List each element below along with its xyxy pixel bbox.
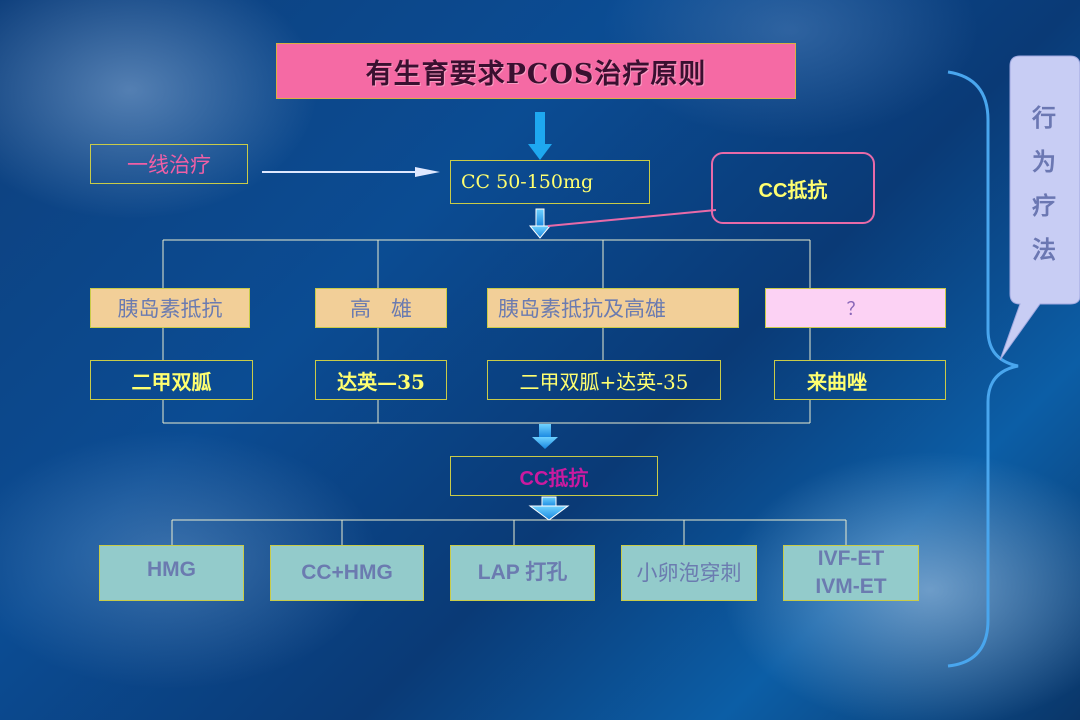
callout-pointer (547, 209, 717, 227)
right-brace-icon (947, 70, 1019, 668)
option-label: CC+HMG (301, 561, 393, 584)
side-label-behavior-therapy: 行 为 疗 法 (1009, 96, 1079, 272)
side-label-bubble (999, 55, 1080, 361)
down-arrow-icon (528, 496, 570, 521)
category-insulin-resistance: 胰岛素抵抗 (90, 288, 250, 328)
down-arrow-icon (532, 424, 558, 449)
treatment-letrozole: 来曲唑 (774, 360, 946, 400)
category-insulin-resistance-and-hyperandrogenism: 胰岛素抵抗及高雄 (487, 288, 739, 328)
side-label-char: 行 (1032, 103, 1056, 132)
right-arrow-icon (262, 167, 440, 177)
side-label-char: 法 (1032, 235, 1056, 264)
cc-dose-box: CC 50-150mg (450, 160, 650, 204)
down-arrow-icon (528, 208, 552, 239)
option-cc-hmg: CC+HMG (270, 545, 424, 601)
option-label: IVF-ET (817, 547, 885, 570)
treatment-diane-35: 达英—35 (315, 360, 447, 400)
treatment-metformin-plus-diane-35: 二甲双胍+达英-35 (487, 360, 721, 400)
page-title: 有生育要求PCOS治疗原则 (276, 43, 796, 99)
option-label: 小卵泡穿刺 (636, 561, 742, 585)
option-label: LAP 打孔 (477, 561, 568, 584)
option-ivf-ivm: IVF-ET IVM-ET (783, 545, 919, 601)
cc-resistance-callout: CC抵抗 (711, 152, 875, 224)
branch-lines (162, 239, 847, 545)
option-label: HMG (147, 558, 196, 581)
down-arrow-icon (528, 112, 552, 160)
first-line-label: 一线治疗 (90, 144, 248, 184)
option-small-follicle-puncture: 小卵泡穿刺 (621, 545, 757, 601)
cc-resistance-box: CC抵抗 (450, 456, 658, 496)
side-label-char: 为 (1032, 147, 1056, 176)
category-hyperandrogenism: 高 雄 (315, 288, 447, 328)
option-hmg: HMG (99, 545, 244, 601)
option-lap-drilling: LAP 打孔 (450, 545, 595, 601)
treatment-metformin: 二甲双胍 (90, 360, 253, 400)
category-unknown: ？ (765, 288, 946, 328)
option-label: IVM-ET (815, 575, 887, 598)
side-label-char: 疗 (1032, 191, 1056, 220)
